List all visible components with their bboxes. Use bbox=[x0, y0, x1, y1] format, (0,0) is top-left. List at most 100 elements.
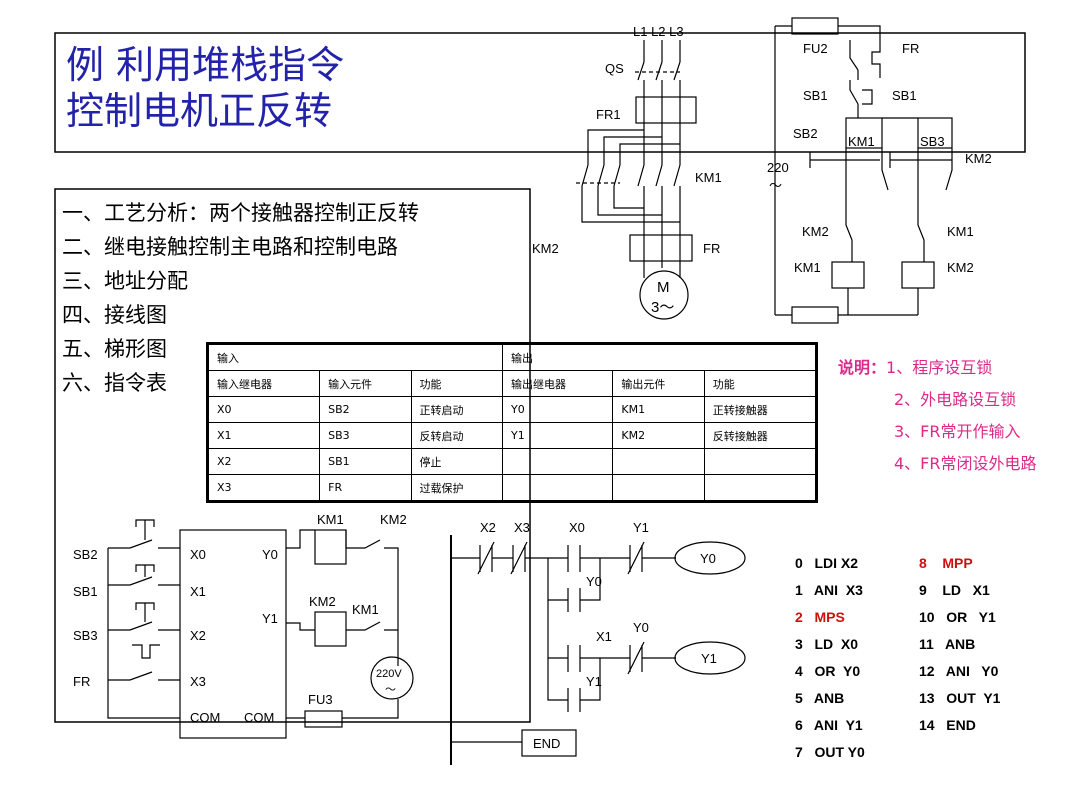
wiring-input-label: SB3 bbox=[73, 628, 98, 643]
instruction-line: 10 OR Y1 bbox=[919, 609, 996, 625]
table-cell bbox=[703, 448, 818, 475]
instruction-line: 12 ANI Y0 bbox=[919, 663, 999, 679]
table-cell: SB3 bbox=[319, 422, 412, 449]
supply-voltage: 220V bbox=[376, 668, 402, 680]
table-cell: 正转启动 bbox=[410, 396, 503, 423]
km2-coil-label: KM2 bbox=[947, 260, 974, 275]
wiring-input-label: SB1 bbox=[73, 584, 98, 599]
sb3-label: SB3 bbox=[920, 134, 945, 149]
km2-top-label: KM2 bbox=[380, 512, 407, 527]
km1-top-label: KM1 bbox=[317, 512, 344, 527]
main-power-circuit: L1 L2 L3 QS FR1 KM1 KM2 FR M 3～ bbox=[532, 24, 722, 320]
voltage-tilde: ～ bbox=[769, 178, 782, 193]
ladder-y0-coil: Y0 bbox=[700, 551, 716, 566]
title-frame bbox=[54, 32, 1026, 153]
note-item: 2、外电路设互锁 bbox=[894, 390, 1017, 409]
table-cell: X0 bbox=[206, 396, 321, 423]
instruction-line: 13 OUT Y1 bbox=[919, 690, 1001, 706]
notes-label: 说明： bbox=[838, 358, 887, 377]
table-cell bbox=[612, 448, 705, 475]
column-header: 输出继电器 bbox=[501, 370, 614, 397]
km1-nc-label: KM1 bbox=[947, 224, 974, 239]
km2-mid-label: KM2 bbox=[309, 594, 336, 609]
km2-nc-label: KM2 bbox=[802, 224, 829, 239]
km1-main-label: KM1 bbox=[695, 170, 722, 185]
table-column-row: 输入继电器 输入元件 功能 输出继电器 输出元件 功能 bbox=[206, 370, 818, 397]
instruction-line: 14 END bbox=[919, 717, 976, 733]
instruction-line: 0 LDI X2 bbox=[795, 555, 859, 571]
ladder-diagram: X2 X3 X0 Y1 Y0 Y0 X1 Y0 Y1 Y1 END bbox=[450, 520, 746, 765]
table-cell: KM1 bbox=[612, 396, 705, 423]
notes-box: 说明：1、程序设互锁 2、外电路设互锁 3、FR常开作输入 4、FR常闭设外电路 bbox=[838, 352, 1037, 480]
phase-labels: L1 L2 L3 bbox=[633, 24, 684, 39]
table-cell: X1 bbox=[206, 422, 321, 449]
plc-output-label: Y1 bbox=[262, 611, 278, 626]
table-cell: 反转接触器 bbox=[703, 422, 818, 449]
outline-item: 四、接线图 bbox=[62, 303, 167, 327]
ladder-x3: X3 bbox=[514, 520, 530, 535]
instruction-line: 4 OR Y0 bbox=[795, 663, 861, 679]
supply-tilde: ～ bbox=[385, 684, 396, 696]
qs-label: QS bbox=[605, 61, 624, 76]
fr-nc-label: FR bbox=[902, 41, 919, 56]
table-cell: 正转接触器 bbox=[703, 396, 818, 423]
instruction-line: 3 LD X0 bbox=[795, 636, 859, 652]
outline-item: 一、工艺分析：两个接触器控制正反转 bbox=[62, 201, 419, 225]
column-header: 输出元件 bbox=[612, 370, 705, 397]
fr-main-label: FR bbox=[703, 241, 720, 256]
table-cell: X2 bbox=[206, 448, 321, 475]
table-cell: 过载保护 bbox=[410, 474, 503, 502]
instruction-line: 7 OUT Y0 bbox=[795, 744, 865, 760]
slide-title: 例 利用堆栈指令 控制电机正反转 bbox=[66, 42, 344, 134]
column-header: 输入继电器 bbox=[206, 370, 321, 397]
outline-item: 六、指令表 bbox=[62, 371, 167, 395]
table-cell: SB1 bbox=[319, 448, 412, 475]
outline-item: 三、地址分配 bbox=[62, 269, 188, 293]
outline-item: 五、梯形图 bbox=[62, 337, 167, 361]
motor-label-2: 3～ bbox=[651, 299, 674, 316]
fuse-label: FU3 bbox=[308, 692, 333, 707]
table-header-row: 输入 输出 bbox=[207, 343, 818, 371]
instruction-line: 2 MPS bbox=[795, 609, 845, 625]
km1-aux-label: KM1 bbox=[848, 134, 875, 149]
title-line-2: 控制电机正反转 bbox=[66, 89, 333, 133]
ladder-y1-seal: Y1 bbox=[586, 674, 602, 689]
outline-list: 一、工艺分析：两个接触器控制正反转 二、继电接触控制主电路和控制电路 三、地址分… bbox=[62, 196, 419, 400]
column-header: 功能 bbox=[703, 370, 818, 397]
km1-mid-label: KM1 bbox=[352, 602, 379, 617]
note-item: 4、FR常闭设外电路 bbox=[894, 454, 1037, 473]
wiring-input-label: FR bbox=[73, 674, 90, 689]
table-cell: KM2 bbox=[612, 422, 705, 449]
ladder-y1-coil: Y1 bbox=[701, 651, 717, 666]
plc-input-label: X1 bbox=[190, 584, 206, 599]
outline-item: 二、继电接触控制主电路和控制电路 bbox=[62, 235, 398, 259]
sb1-label-a: SB1 bbox=[803, 88, 828, 103]
ladder-y0b: Y0 bbox=[633, 620, 649, 635]
column-header: 功能 bbox=[410, 370, 503, 397]
table-cell: Y1 bbox=[501, 422, 614, 449]
table-cell: X3 bbox=[206, 474, 321, 502]
output-header: 输出 bbox=[501, 343, 818, 371]
plc-com-label: COM bbox=[244, 710, 274, 725]
table-cell: Y0 bbox=[501, 396, 614, 423]
table-cell bbox=[612, 474, 705, 502]
fu2-label: FU2 bbox=[803, 41, 828, 56]
voltage-label: 220 bbox=[767, 160, 789, 175]
wiring-input-label: SB2 bbox=[73, 547, 98, 562]
input-header: 输入 bbox=[207, 343, 503, 371]
instruction-line: 8 MPP bbox=[919, 555, 973, 571]
ladder-x1: X1 bbox=[596, 629, 612, 644]
instruction-line: 6 ANI Y1 bbox=[795, 717, 863, 733]
table-cell bbox=[501, 474, 614, 502]
plc-input-label: X3 bbox=[190, 674, 206, 689]
fr1-label: FR1 bbox=[596, 107, 621, 122]
km2-aux-label: KM2 bbox=[965, 151, 992, 166]
plc-input-label: X0 bbox=[190, 547, 206, 562]
ladder-x0: X0 bbox=[569, 520, 585, 535]
